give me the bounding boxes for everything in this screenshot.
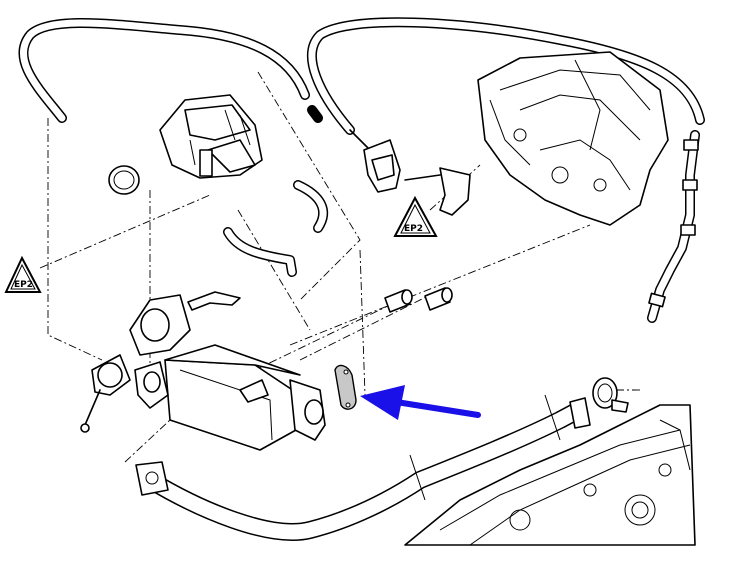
vacuum-solenoid xyxy=(349,129,401,193)
egr-cooler xyxy=(129,294,326,451)
engine-block xyxy=(404,404,696,546)
egr-gasket-highlighted xyxy=(334,364,357,410)
warning-badge-left-label: EP2 xyxy=(14,280,33,290)
egr-valve xyxy=(159,94,263,179)
warning-badge-left: EP2 xyxy=(4,255,42,293)
warning-badge-right-label: EP2 xyxy=(404,224,423,234)
short-hose-lower xyxy=(223,227,297,277)
vacuum-hose-right xyxy=(306,17,705,135)
vacuum-hose-left xyxy=(18,18,323,123)
warning-badge-right: EP2 xyxy=(393,195,438,237)
pipe-clamp xyxy=(592,377,629,413)
vacuum-actuator xyxy=(80,354,131,433)
o-ring xyxy=(108,165,140,195)
coolant-pipe-right xyxy=(647,130,700,323)
exhaust-pipe xyxy=(135,394,591,541)
connector-plug-1 xyxy=(384,289,413,313)
mount-bracket xyxy=(187,291,241,311)
solenoid-bracket xyxy=(404,167,471,216)
connector-plug-2 xyxy=(424,287,453,311)
cylinder-head xyxy=(477,51,669,226)
leader-lines xyxy=(39,71,640,463)
pointer-arrow xyxy=(360,385,481,420)
short-hose-upper xyxy=(293,180,329,233)
